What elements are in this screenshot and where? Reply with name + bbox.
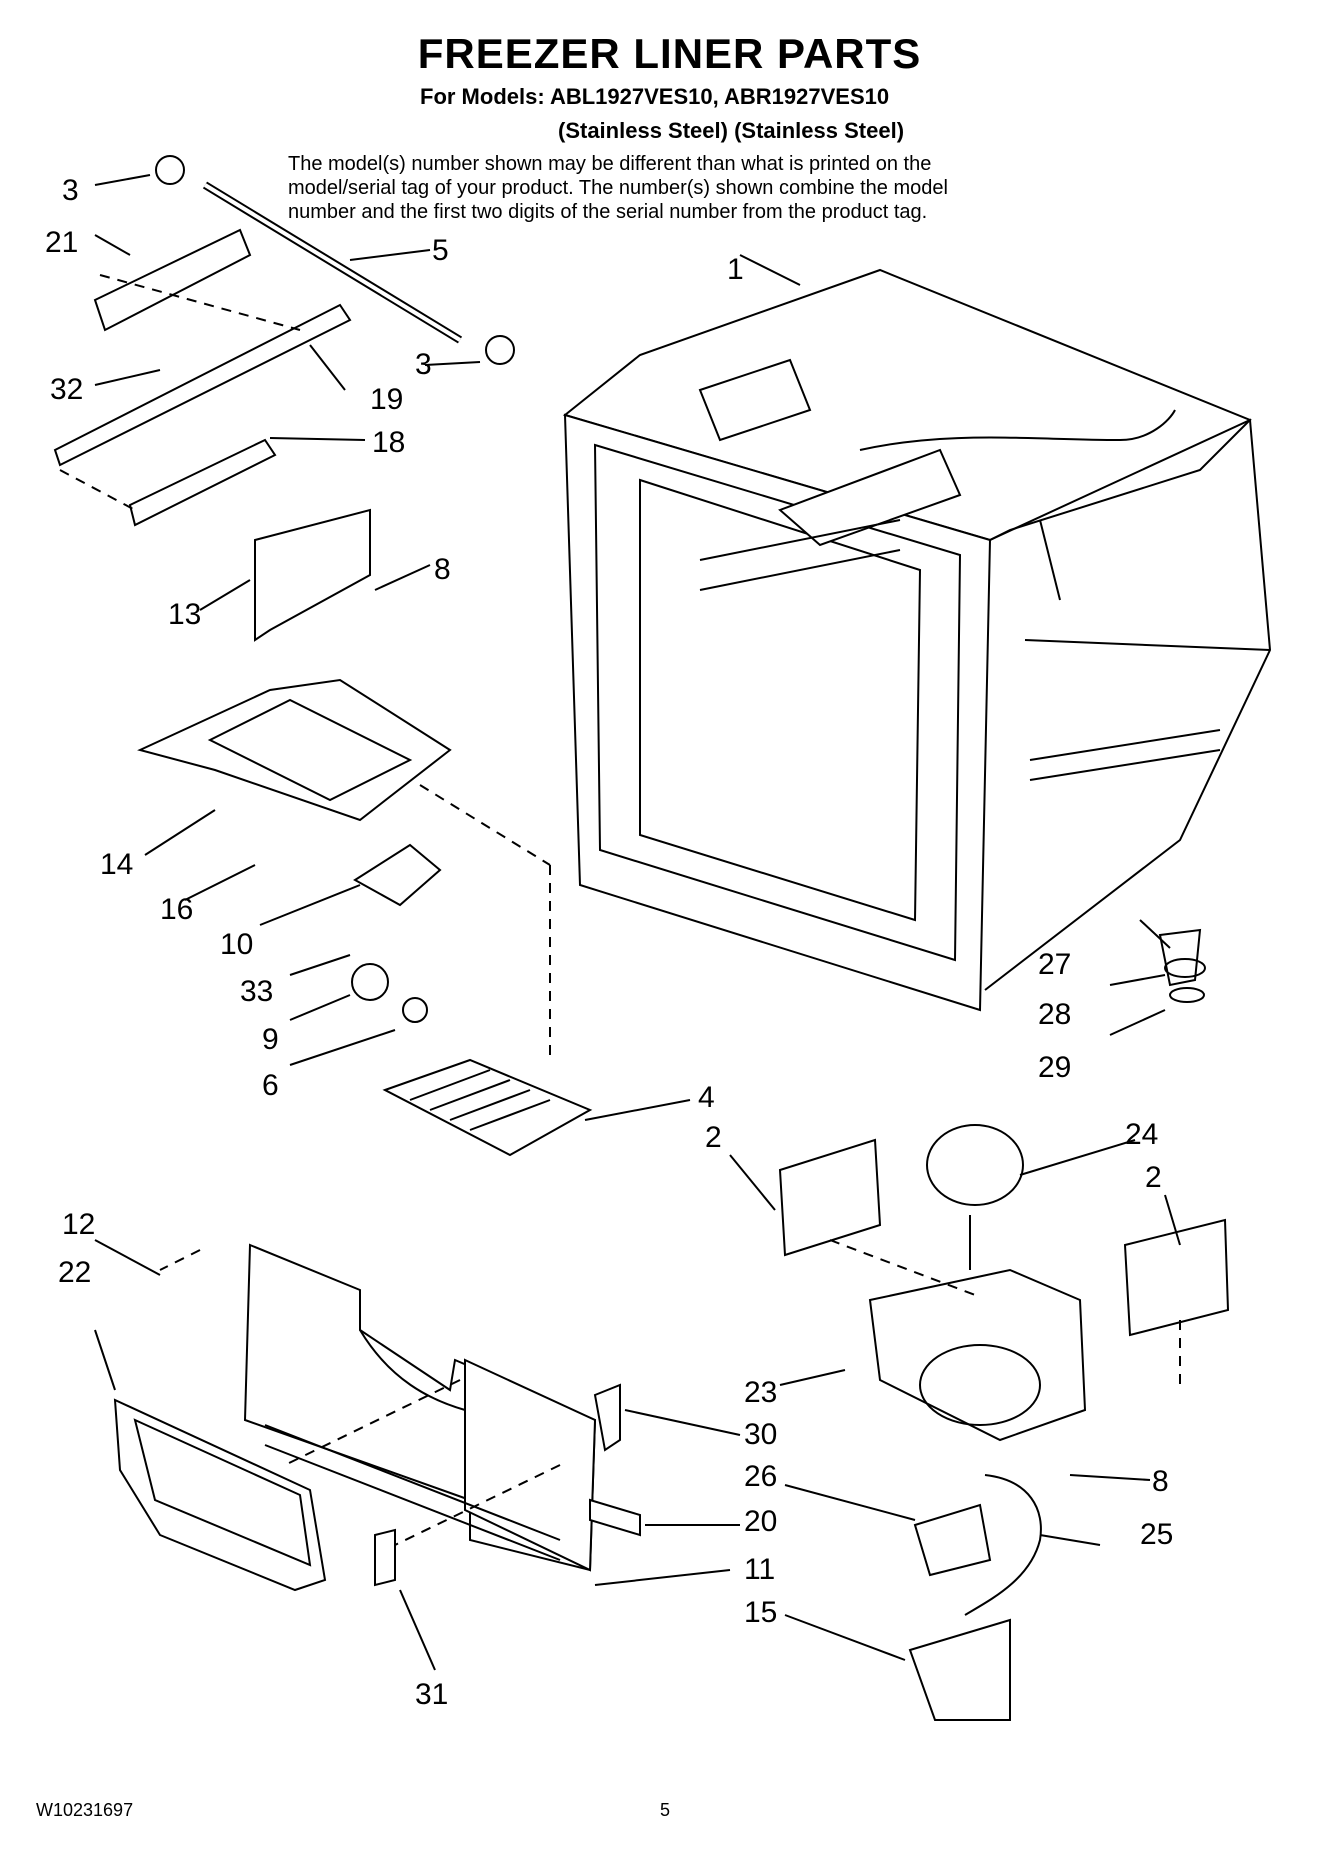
callout-13: 13 [168, 598, 202, 631]
rail-assembly-part [53, 155, 515, 527]
callout-11: 11 [744, 1553, 776, 1586]
finish-line: (Stainless Steel) (Stainless Steel) [558, 118, 905, 143]
callout-18: 18 [372, 426, 406, 459]
callout-2: 2 [1145, 1161, 1162, 1194]
small-parts [374, 928, 1206, 1587]
light-housing-part [137, 508, 593, 1157]
callout-27: 27 [1038, 948, 1072, 981]
callout-19: 19 [370, 383, 404, 416]
callout-26: 26 [744, 1460, 778, 1493]
callout-16: 16 [160, 893, 194, 926]
page-title: FREEZER LINER PARTS [417, 30, 922, 77]
models-line: For Models: ABL1927VES10, ABR1927VES10 [420, 84, 890, 109]
evaporator-cover-part [113, 1243, 597, 1592]
callout-30: 30 [744, 1418, 778, 1451]
callout-10: 10 [220, 928, 254, 961]
callout-24: 24 [1125, 1118, 1159, 1151]
callout-leaders [94, 174, 1181, 1671]
model-note: The model(s) number shown may be differe… [288, 152, 1088, 224]
callout-28: 28 [1038, 998, 1072, 1031]
callout-8: 8 [1152, 1465, 1169, 1498]
note-line: The model(s) number shown may be differe… [288, 153, 932, 175]
callout-29: 29 [1038, 1051, 1072, 1084]
fan-assembly-part [778, 1124, 1230, 1721]
document-number: W10231697 [36, 1800, 134, 1820]
callout-4: 4 [698, 1081, 715, 1114]
page-number: 5 [660, 1800, 671, 1820]
callout-6: 6 [262, 1069, 279, 1102]
callout-20: 20 [744, 1505, 778, 1538]
callout-25: 25 [1140, 1518, 1174, 1551]
callout-21: 21 [45, 226, 79, 259]
callout-8: 8 [434, 553, 451, 586]
callout-3: 3 [415, 348, 432, 381]
callout-22: 22 [58, 1256, 92, 1289]
callout-32: 32 [50, 373, 84, 406]
callout-3: 3 [62, 174, 79, 207]
freezer-liner-part [562, 268, 1272, 1012]
callout-1: 1 [727, 253, 744, 286]
callout-15: 15 [744, 1596, 778, 1629]
callout-33: 33 [240, 975, 274, 1008]
callout-23: 23 [744, 1376, 778, 1409]
callout-5: 5 [432, 234, 449, 267]
note-line: model/serial tag of your product. The nu… [288, 177, 948, 199]
callout-31: 31 [415, 1678, 449, 1711]
callout-12: 12 [62, 1208, 96, 1241]
callout-2: 2 [705, 1121, 722, 1154]
callout-9: 9 [262, 1023, 279, 1056]
note-line: number and the first two digits of the s… [288, 201, 928, 223]
callout-14: 14 [100, 848, 134, 881]
